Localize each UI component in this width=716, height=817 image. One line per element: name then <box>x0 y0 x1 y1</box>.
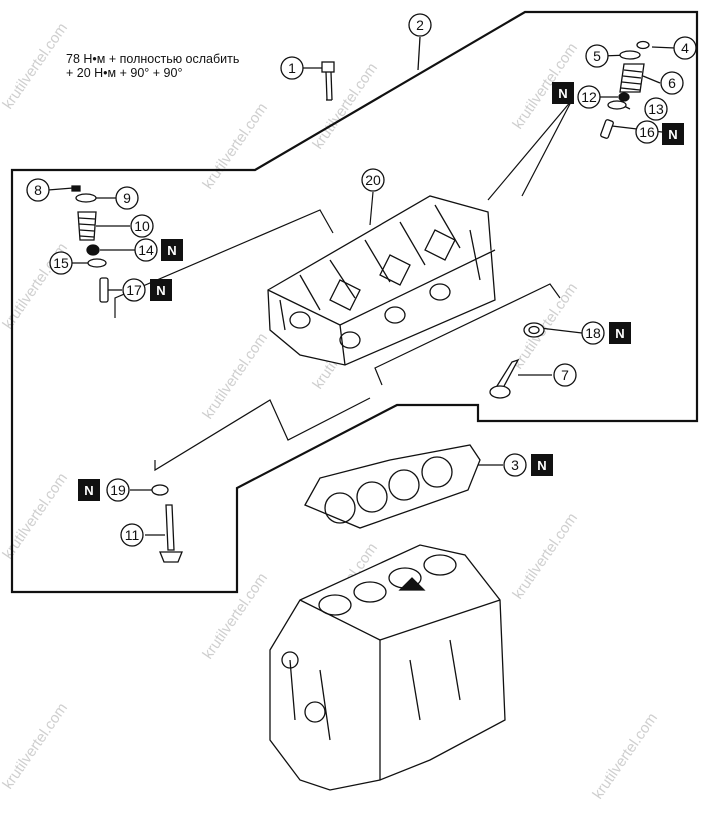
n-marker-label: N <box>537 458 546 473</box>
watermark: krutilvertel.com <box>509 280 581 372</box>
n-marker-label: N <box>156 283 165 298</box>
callout-2-number: 2 <box>416 17 424 33</box>
group-outline <box>10 10 699 594</box>
callout-4: 4 <box>673 36 697 60</box>
callouts: 1 2 3 4 5 6 7 8 9 10 11 12 13 14 15 16 1… <box>26 13 697 547</box>
callout-12: 12 <box>577 85 601 109</box>
n-marker-18: N <box>609 322 631 344</box>
callout-7: 7 <box>553 363 577 387</box>
n-marker-label: N <box>84 483 93 498</box>
callout-13-number: 13 <box>648 101 664 117</box>
callout-9: 9 <box>115 186 139 210</box>
callout-3-number: 3 <box>511 457 519 473</box>
callout-10-number: 10 <box>134 218 150 234</box>
callout-15-number: 15 <box>53 255 69 271</box>
callout-19-number: 19 <box>110 482 126 498</box>
callout-11-number: 11 <box>125 527 140 543</box>
watermark: krutilvertel.com <box>309 60 381 152</box>
callout-17: 17 <box>122 278 146 302</box>
callout-2: 2 <box>408 13 432 37</box>
watermark: krutilvertel.com <box>199 100 271 192</box>
callout-7-number: 7 <box>561 367 569 383</box>
callout-10: 10 <box>130 214 154 238</box>
cylinder-head-gasket <box>304 444 481 529</box>
watermark: krutilvertel.com <box>589 710 661 802</box>
callout-8-number: 8 <box>34 182 42 198</box>
n-marker-16: N <box>662 123 684 145</box>
cylinder-head-bolt <box>321 61 335 101</box>
torque-line-1: 78 Н•м + полностью ослабить <box>66 52 240 66</box>
watermark: krutilvertel.com <box>0 700 71 792</box>
callout-19: 19 <box>106 478 130 502</box>
callout-4-number: 4 <box>681 40 689 56</box>
torque-line-2: + 20 Н•м + 90° + 90° <box>66 66 183 80</box>
watermark: krutilvertel.com <box>0 20 71 112</box>
callout-1: 1 <box>280 56 304 80</box>
callout-14-number: 14 <box>138 242 154 258</box>
callout-6: 6 <box>660 71 684 95</box>
callout-16: 16 <box>635 120 659 144</box>
n-marker-12: N <box>552 82 574 104</box>
callout-20-number: 20 <box>365 172 381 188</box>
watermark: krutilvertel.com <box>199 330 271 422</box>
callout-16-number: 16 <box>639 124 655 140</box>
n-marker-label: N <box>615 326 624 341</box>
n-marker-label: N <box>167 243 176 258</box>
callout-11: 11 <box>120 523 144 547</box>
callout-14: 14 <box>134 238 158 262</box>
valve-stem-seal-left <box>151 484 169 496</box>
n-marker-label: N <box>668 127 677 142</box>
callout-15: 15 <box>49 251 73 275</box>
callout-20: 20 <box>361 168 385 192</box>
n-marker-3: N <box>531 454 553 476</box>
callout-18: 18 <box>581 321 605 345</box>
cylinder-head <box>267 195 496 366</box>
callout-18-number: 18 <box>585 325 601 341</box>
new-part-markers: N N N N N N N <box>78 82 684 501</box>
torque-specification: 78 Н•м + полностью ослабить + 20 Н•м + 9… <box>66 52 239 80</box>
valve-stem-seal <box>523 322 545 338</box>
callout-5-number: 5 <box>593 48 601 64</box>
callout-6-number: 6 <box>668 75 676 91</box>
n-marker-14: N <box>161 239 183 261</box>
n-marker-19: N <box>78 479 100 501</box>
callout-8: 8 <box>26 178 50 202</box>
n-marker-label: N <box>558 86 567 101</box>
engine-block <box>269 544 506 791</box>
callout-12-number: 12 <box>581 89 597 105</box>
callout-5: 5 <box>585 44 609 68</box>
callout-3: 3 <box>503 453 527 477</box>
callout-9-number: 9 <box>123 190 131 206</box>
callout-17-number: 17 <box>126 282 142 298</box>
watermark: krutilvertel.com <box>509 510 581 602</box>
exhaust-valve-parts <box>71 185 109 303</box>
watermark: krutilvertel.com <box>0 470 71 562</box>
exhaust-valve <box>159 504 183 563</box>
intake-valve <box>489 358 520 399</box>
watermark: krutilvertel.com <box>199 570 271 662</box>
callout-13: 13 <box>644 97 668 121</box>
callout-1-number: 1 <box>288 60 296 76</box>
intake-valve-parts <box>600 40 650 139</box>
n-marker-17: N <box>150 279 172 301</box>
